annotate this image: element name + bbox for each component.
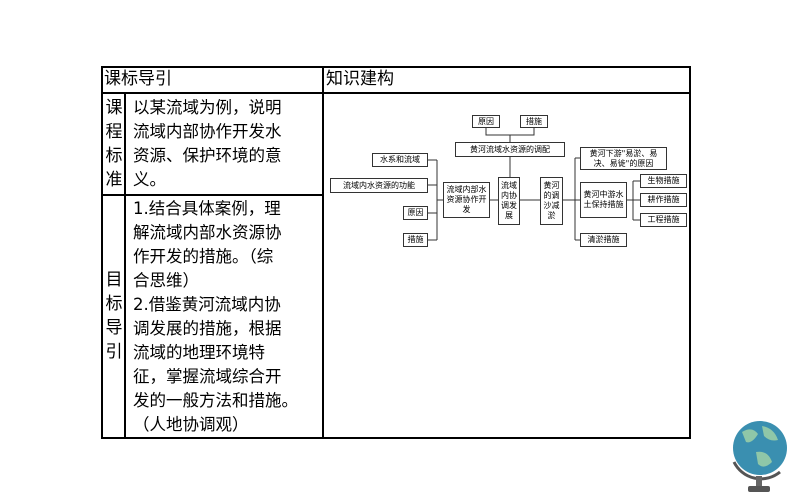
divider — [101, 194, 323, 196]
box-bio: 生物措施 — [640, 174, 687, 188]
box-dredging: 清淤措施 — [580, 233, 627, 247]
box-top-cause: 原因 — [472, 115, 500, 128]
box-sediment: 黄河的调沙减淤 — [540, 177, 563, 225]
guide-table — [101, 66, 691, 439]
row2-label: 目标导引 — [105, 270, 123, 362]
box-engineering: 工程措施 — [640, 213, 687, 227]
box-left-1: 水系和流域 — [372, 153, 428, 167]
box-conservation: 黄河中游水土保持措施 — [580, 182, 627, 218]
header-knowledge: 知识建构 — [326, 69, 394, 89]
box-cooperation: 流域内部水资源协作开发 — [443, 182, 490, 218]
box-top-measure: 措施 — [520, 115, 548, 128]
divider — [322, 66, 324, 439]
box-left-4: 措施 — [403, 233, 428, 247]
divider — [124, 92, 126, 439]
box-allocation: 黄河流域水资源的调配 — [455, 142, 565, 157]
row1-label: 课程标准 — [105, 98, 123, 190]
curriculum-standard-text: 以某流域为例，说明流域内部协作开发水资源、保护环境的意义。 — [133, 98, 282, 189]
header-guide: 课标导引 — [104, 69, 172, 89]
box-farming: 耕作措施 — [640, 193, 687, 207]
divider — [101, 92, 691, 94]
box-center: 流域内协调发展 — [498, 177, 520, 225]
box-left-3: 原因 — [403, 206, 428, 220]
globe-icon — [732, 421, 787, 492]
box-left-2: 流域内水资源的功能 — [330, 178, 428, 193]
objectives-text: 1.结合具体案例，理解流域内部水资源协作开发的措施。（综合思维）2.借鉴黄河流域… — [133, 199, 298, 434]
box-lower-reason: 黄河下游"易淤、易决、易徙"的原因 — [580, 147, 667, 170]
